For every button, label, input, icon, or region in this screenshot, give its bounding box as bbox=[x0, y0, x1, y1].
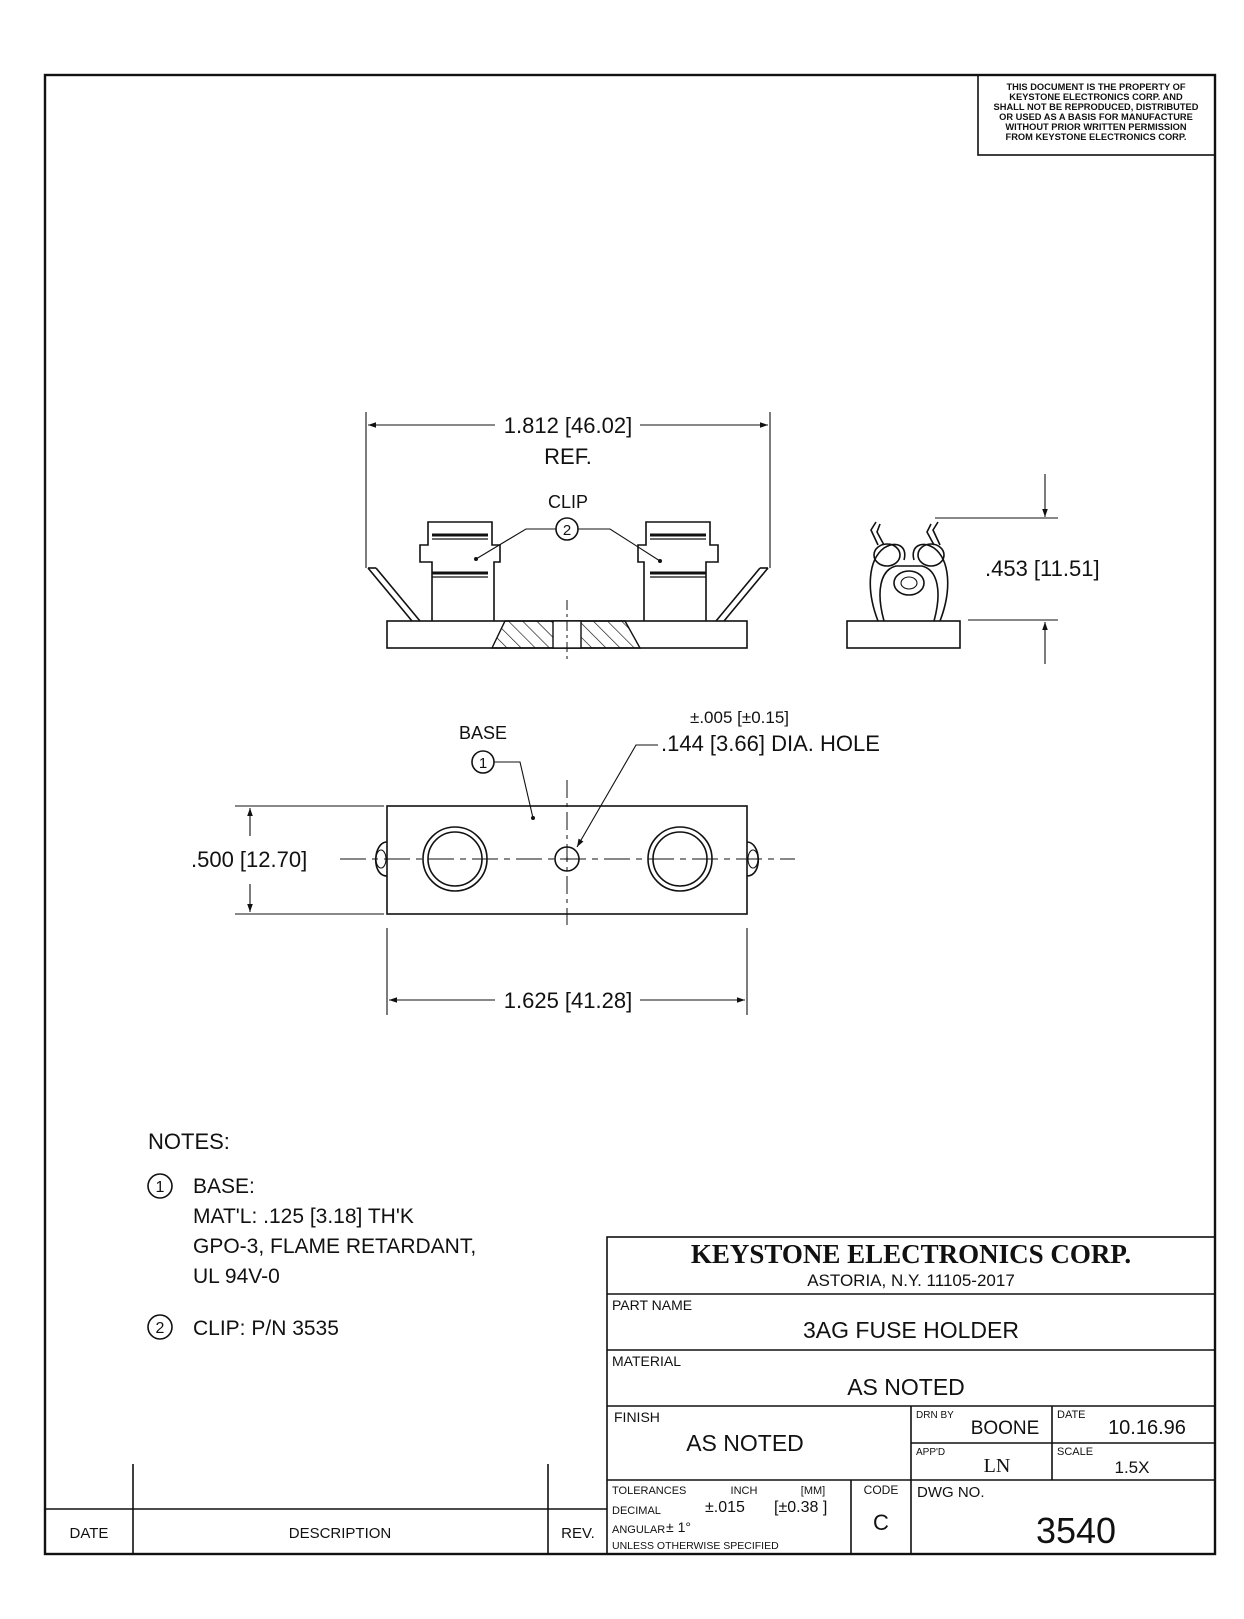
title-block: KEYSTONE ELECTRONICS CORP. ASTORIA, N.Y.… bbox=[606, 1236, 1216, 1555]
side-view: .453 [11.51] bbox=[846, 474, 1100, 664]
notice-line: THIS DOCUMENT IS THE PROPERTY OF bbox=[1006, 82, 1185, 92]
notes: NOTES: 1 BASE: MAT'L: .125 [3.18] TH'K G… bbox=[147, 1129, 476, 1340]
left-clip bbox=[367, 521, 501, 622]
note-1-line: MAT'L: .125 [3.18] TH'K bbox=[193, 1205, 414, 1228]
date-label: DATE bbox=[1057, 1409, 1086, 1421]
scale-label: SCALE bbox=[1057, 1446, 1093, 1458]
notes-title: NOTES: bbox=[148, 1129, 230, 1154]
angular-label: ANGULAR bbox=[612, 1524, 665, 1536]
note-1-number: 1 bbox=[156, 1179, 165, 1196]
appd-value: LN bbox=[984, 1455, 1011, 1477]
proprietary-notice-box: THIS DOCUMENT IS THE PROPERTY OF KEYSTON… bbox=[977, 74, 1216, 156]
center-hole bbox=[554, 846, 580, 872]
clip-label: CLIP bbox=[548, 492, 588, 512]
part-name-label: PART NAME bbox=[612, 1297, 692, 1313]
decimal-inch: ±.015 bbox=[705, 1499, 745, 1516]
front-view: 1.812 [46.02] REF. bbox=[365, 412, 771, 660]
mm-label: [MM] bbox=[801, 1485, 825, 1497]
drn-by-label: DRN BY bbox=[916, 1410, 954, 1421]
notice-line: FROM KEYSTONE ELECTRONICS CORP. bbox=[1006, 132, 1187, 142]
note-1-line: BASE: bbox=[193, 1175, 255, 1198]
dwg-no-label: DWG NO. bbox=[917, 1484, 985, 1501]
company-address: ASTORIA, N.Y. 11105-2017 bbox=[807, 1271, 1015, 1290]
note-1-line: GPO-3, FLAME RETARDANT, bbox=[193, 1235, 476, 1258]
revision-block: DATE DESCRIPTION REV. bbox=[45, 1464, 607, 1554]
note-1-balloon bbox=[147, 1173, 173, 1199]
decimal-mm: [±0.38 ] bbox=[774, 1499, 827, 1516]
base-label: BASE bbox=[459, 723, 507, 743]
note-2-number: 2 bbox=[156, 1320, 165, 1337]
company-name: KEYSTONE ELECTRONICS CORP. bbox=[691, 1239, 1131, 1269]
dwg-no-value: 3540 bbox=[1036, 1510, 1116, 1551]
note-2-balloon bbox=[147, 1314, 173, 1340]
decimal-label: DECIMAL bbox=[612, 1505, 661, 1517]
balloon-1-number: 1 bbox=[479, 755, 487, 772]
note-2-line: CLIP: P/N 3535 bbox=[193, 1317, 339, 1340]
rev-date-header: DATE bbox=[70, 1525, 109, 1542]
notice-line: KEYSTONE ELECTRONICS CORP. AND bbox=[1009, 92, 1183, 102]
tolerances-label: TOLERANCES bbox=[612, 1485, 686, 1497]
top-view: BASE 1 ±.005 [±0.15] .144 [3.66] DIA. HO… bbox=[191, 708, 880, 1015]
appd-label: APP'D bbox=[916, 1447, 945, 1458]
unless-specified: UNLESS OTHERWISE SPECIFIED bbox=[612, 1540, 779, 1552]
balloon-2-number: 2 bbox=[563, 522, 571, 539]
scale-value: 1.5X bbox=[1115, 1458, 1150, 1477]
material-label: MATERIAL bbox=[612, 1353, 681, 1369]
base-width-dimension: 1.625 [41.28] bbox=[504, 988, 632, 1013]
hole-dia-callout: .144 [3.66] DIA. HOLE bbox=[661, 731, 880, 756]
date-value: 10.16.96 bbox=[1108, 1417, 1186, 1439]
base-plate-side bbox=[846, 620, 961, 649]
clip-ring-left bbox=[422, 826, 488, 892]
material-value: AS NOTED bbox=[847, 1374, 965, 1400]
notice-line: OR USED AS A BASIS FOR MANUFACTURE bbox=[999, 112, 1193, 122]
inch-label: INCH bbox=[731, 1485, 758, 1497]
overall-width-dimension: 1.812 [46.02] bbox=[504, 413, 632, 438]
finish-label: FINISH bbox=[614, 1409, 660, 1425]
note-1-line: UL 94V-0 bbox=[193, 1265, 280, 1288]
clip-ring-right bbox=[647, 826, 713, 892]
part-name: 3AG FUSE HOLDER bbox=[803, 1317, 1019, 1343]
notice-line: WITHOUT PRIOR WRITTEN PERMISSION bbox=[1005, 122, 1187, 132]
rev-description-header: DESCRIPTION bbox=[289, 1525, 392, 1542]
code-label: CODE bbox=[864, 1483, 899, 1497]
code-value: C bbox=[873, 1510, 889, 1535]
finish-value: AS NOTED bbox=[686, 1430, 804, 1456]
hole-tolerance: ±.005 [±0.15] bbox=[690, 708, 789, 727]
overall-width-ref: REF. bbox=[544, 444, 592, 469]
rev-header: REV. bbox=[561, 1525, 595, 1542]
angular-value: ± 1° bbox=[666, 1519, 691, 1535]
height-dimension: .453 [11.51] bbox=[985, 556, 1100, 581]
right-clip bbox=[637, 521, 769, 622]
drn-by-value: BOONE bbox=[971, 1418, 1040, 1439]
notice-line: SHALL NOT BE REPRODUCED, DISTRIBUTED bbox=[994, 102, 1199, 112]
base-height-dimension: .500 [12.70] bbox=[191, 847, 307, 872]
